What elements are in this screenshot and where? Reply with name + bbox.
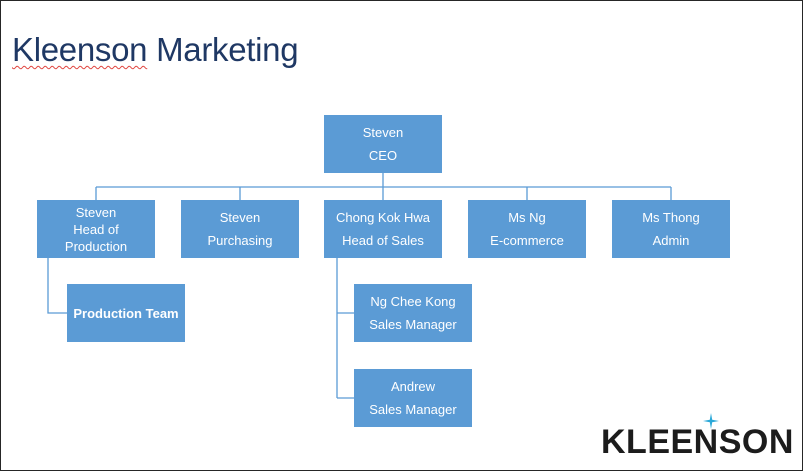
node-name: Steven (219, 210, 261, 225)
org-node-ecommerce: Ms Ng E-commerce (468, 200, 586, 258)
org-node-head-of-sales: Chong Kok Hwa Head of Sales (324, 200, 442, 258)
connector-to-production-team (47, 258, 67, 314)
org-node-head-of-production: Steven Head of Production (37, 200, 155, 258)
logo-text: KLEENSON (601, 423, 794, 461)
node-role-line2: Production (64, 238, 128, 254)
title-rest: Marketing (147, 31, 299, 68)
node-role: Purchasing (207, 233, 273, 248)
org-node-production-team: Production Team (67, 284, 185, 342)
node-name: Steven (362, 125, 404, 140)
kleenson-logo: KLEENSON (601, 413, 794, 462)
node-role: CEO (368, 148, 398, 163)
node-name: Steven (75, 204, 117, 220)
node-role: E-commerce (490, 233, 564, 248)
sparkle-star-icon (703, 413, 719, 429)
title-misspelled-word: Kleenson (12, 31, 148, 68)
node-name: Andrew (390, 379, 436, 394)
node-name: Ms Ng (508, 210, 546, 225)
node-role: Sales Manager (369, 317, 457, 332)
org-node-purchasing: Steven Purchasing (181, 200, 299, 258)
org-node-sales-manager-1: Ng Chee Kong Sales Manager (354, 284, 472, 342)
node-name: Chong Kok Hwa (336, 210, 430, 225)
node-role: Admin (652, 233, 690, 248)
node-role: Sales Manager (369, 402, 457, 417)
org-node-admin: Ms Thong Admin (612, 200, 730, 258)
slide-title: Kleenson Marketing (12, 31, 299, 69)
node-name: Ng Chee Kong (370, 294, 456, 309)
node-role: Head of Sales (342, 233, 424, 248)
org-node-ceo: Steven CEO (324, 115, 442, 173)
node-role-line1: Head of (73, 221, 119, 237)
node-label: Production Team (73, 305, 179, 321)
org-node-sales-manager-2: Andrew Sales Manager (354, 369, 472, 427)
node-name: Ms Thong (642, 210, 700, 225)
